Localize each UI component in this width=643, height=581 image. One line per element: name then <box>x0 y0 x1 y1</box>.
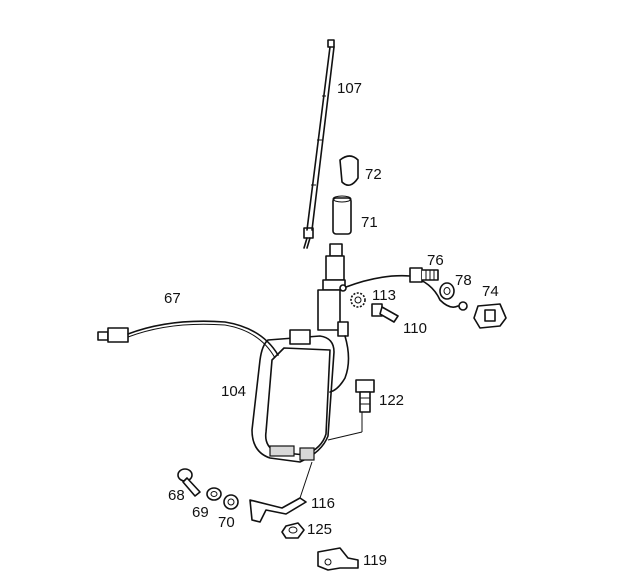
ground-wire <box>339 274 468 311</box>
part-104-motor-housing <box>251 329 335 463</box>
part-70-washer <box>223 494 239 510</box>
label-74: 74 <box>482 283 499 300</box>
label-67: 67 <box>164 290 181 307</box>
leader-116 <box>299 412 363 499</box>
part-76-bolt <box>409 267 439 283</box>
label-72: 72 <box>365 166 382 183</box>
label-68: 68 <box>168 487 185 504</box>
label-110: 110 <box>403 320 427 337</box>
part-122-bolt <box>355 379 375 413</box>
label-71: 71 <box>361 214 378 231</box>
label-104: 104 <box>221 383 246 400</box>
part-68-bolt <box>177 468 201 497</box>
part-110-screw <box>371 303 399 323</box>
part-78-nut <box>439 282 455 300</box>
part-119-clamp <box>317 547 359 571</box>
part-116-bracket <box>249 497 307 523</box>
part-72-cap <box>339 155 359 186</box>
label-119: 119 <box>363 552 387 569</box>
part-107-telescopic-mast <box>303 39 335 249</box>
label-69: 69 <box>192 504 209 521</box>
label-113: 113 <box>372 287 396 304</box>
label-78: 78 <box>455 272 472 289</box>
label-125: 125 <box>307 521 332 538</box>
label-76: 76 <box>427 252 444 269</box>
housing-wire <box>329 321 350 393</box>
part-67-cable <box>97 320 279 359</box>
part-74-clip <box>473 303 507 329</box>
label-70: 70 <box>218 514 235 531</box>
part-125-nut <box>281 522 305 539</box>
label-107: 107 <box>337 80 362 97</box>
label-122: 122 <box>379 392 404 409</box>
label-116: 116 <box>311 495 335 512</box>
part-71-sleeve <box>332 195 352 235</box>
part-113-star-washer <box>350 292 366 308</box>
part-69-washer <box>206 487 222 501</box>
